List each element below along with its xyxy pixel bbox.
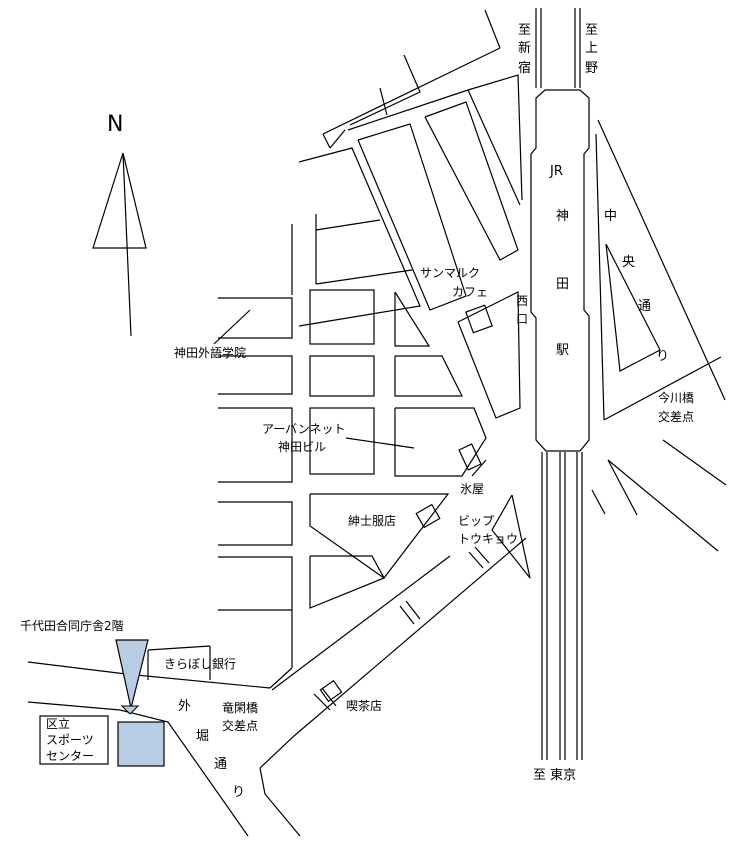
svg-text:外: 外 bbox=[178, 699, 191, 714]
svg-text:野: 野 bbox=[585, 61, 598, 76]
svg-text:り: り bbox=[656, 349, 669, 364]
chiyoda-government-building bbox=[117, 721, 165, 767]
label-shinshifuku: 紳士服店 bbox=[348, 514, 396, 528]
label-to-shinjuku: 至 新 宿 bbox=[518, 23, 531, 76]
label-bic-1: ビップ bbox=[458, 514, 494, 528]
north-label: N bbox=[107, 112, 123, 137]
svg-text:央: 央 bbox=[622, 255, 635, 270]
northwest-blocks bbox=[291, 9, 523, 327]
label-imagawabashi-2: 交差点 bbox=[658, 409, 694, 424]
label-ryukanbashi-1: 竜閑橋 bbox=[222, 701, 258, 715]
station-name-4: 駅 bbox=[556, 343, 569, 358]
destination-marker-tip bbox=[120, 705, 140, 715]
jr-kanda-station bbox=[530, 89, 590, 452]
svg-text:通: 通 bbox=[638, 299, 651, 314]
svg-text:西: 西 bbox=[516, 294, 528, 308]
label-kissaten: 喫茶店 bbox=[346, 698, 382, 713]
railway-tracks bbox=[535, 8, 583, 760]
label-kiraboshi: きらぼし銀行 bbox=[164, 657, 236, 671]
svg-text:至: 至 bbox=[518, 23, 531, 38]
label-to-ueno: 至 上 野 bbox=[585, 23, 598, 76]
label-bic-2: トウキョウ bbox=[458, 532, 518, 546]
label-west-exit: 西 口 bbox=[516, 294, 528, 326]
label-koriya: 氷屋 bbox=[460, 482, 484, 496]
station-name-1: JR bbox=[549, 164, 563, 179]
north-arrow-icon bbox=[92, 152, 147, 337]
central-blocks bbox=[218, 289, 531, 668]
label-sports-2: スポーツ bbox=[46, 733, 94, 747]
svg-text:宿: 宿 bbox=[518, 60, 531, 76]
label-chiyoda-office: 千代田合同庁舎2階 bbox=[20, 618, 124, 633]
svg-text:堀: 堀 bbox=[196, 729, 209, 744]
sotobori-dori-road bbox=[27, 537, 527, 837]
chuo-dori-road bbox=[591, 119, 727, 552]
label-imagawabashi-1: 今川橋 bbox=[658, 390, 694, 405]
label-ryukanbashi-2: 交差点 bbox=[222, 718, 258, 733]
label-chuo-dori: 中 央 通 り bbox=[604, 209, 669, 364]
label-sports-1: 区立 bbox=[46, 716, 70, 731]
svg-text:新: 新 bbox=[518, 40, 531, 56]
label-urban-net-1: アーバンネット bbox=[262, 422, 346, 436]
svg-text:至: 至 bbox=[585, 23, 598, 38]
label-saint-marc-2: カフェ bbox=[452, 285, 488, 299]
svg-text:中: 中 bbox=[604, 209, 617, 224]
svg-text:上: 上 bbox=[585, 41, 598, 56]
label-saint-marc-1: サンマルク bbox=[420, 266, 480, 280]
svg-text:口: 口 bbox=[516, 312, 528, 326]
label-sotobori-dori: 外 堀 通 り bbox=[178, 699, 245, 800]
leader-lines bbox=[213, 309, 487, 477]
station-name-3: 田 bbox=[556, 277, 569, 292]
label-to-tokyo: 至 東京 bbox=[533, 767, 576, 783]
label-sports-3: センター bbox=[46, 749, 94, 763]
svg-text:通: 通 bbox=[214, 757, 227, 772]
sports-center-building bbox=[39, 715, 109, 765]
destination-marker-icon bbox=[115, 639, 149, 709]
label-urban-net-2: 神田ビル bbox=[278, 440, 326, 454]
svg-text:り: り bbox=[232, 785, 245, 800]
station-name-2: 神 bbox=[556, 209, 569, 224]
label-kanda-gaigo: 神田外語学院 bbox=[174, 345, 246, 360]
